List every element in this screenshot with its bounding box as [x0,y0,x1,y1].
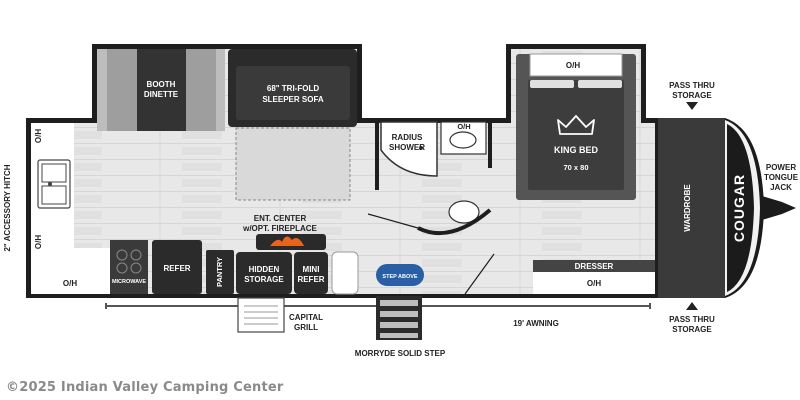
pillow-left [530,80,574,88]
oh-rear-mid: O/H [34,235,43,249]
refrigerator [152,240,202,294]
sofa-label-1: 68" TRI-FOLD [267,84,319,93]
pass-thru-bottom-1: PASS THRU [669,315,715,324]
toilet [448,200,480,224]
side-chair [331,251,359,295]
arrow-down-icon [686,102,698,110]
hidden-storage-label-1: HIDDEN [249,265,280,274]
capital-grill [237,297,285,333]
sofa-label-2: SLEEPER SOFA [262,95,324,104]
king-bed-label: KING BED [554,145,599,155]
arrow-up-icon [686,302,698,310]
shower-label-1: RADIUS [392,133,423,142]
brand-logo: COUGAR [731,174,747,242]
tongue-jack-label-1: POWER [766,163,796,172]
mini-refer-label-2: REFER [297,275,324,284]
mini-refer [294,252,328,294]
oh-rear-bottom: O/H [63,279,77,288]
pantry-label: PANTRY [215,257,224,287]
pantry [206,250,234,294]
microwave-label: MICROWAVE [112,279,146,285]
wardrobe-label: WARDROBE [683,184,692,232]
oh-dresser: O/H [587,279,601,288]
fire-icon [270,236,304,246]
king-bed-size: 70 x 80 [563,163,588,172]
hidden-storage [236,252,292,294]
ent-center-label-1: ENT. CENTER [254,214,307,223]
tongue-jack-label-3: JACK [770,183,792,192]
step-label: MORRYDE SOLID STEP [355,349,446,358]
oh-bath: O/H [457,122,470,131]
pass-thru-top-2: STORAGE [672,91,712,100]
bed-oh-cabinet [529,53,623,77]
watermark: ©2025 Indian Valley Camping Center [6,380,284,395]
pillow-right [578,80,622,88]
step-logo-text: STEP ABOVE [382,274,417,280]
refer-label: REFER [163,264,190,273]
awning-label: 19' AWNING [513,319,559,328]
morryde-step [376,296,422,340]
ent-center-label-2: w/OPT. FIREPLACE [242,224,317,233]
mini-refer-label-1: MINI [303,265,320,274]
step-above-logo [376,264,424,286]
accessory-hitch-label: 2" ACCESSORY HITCH [3,164,12,251]
entry-door-swing [464,253,495,295]
oh-rear-top: O/H [34,129,43,143]
booth-dinette-label-1: BOOTH [147,80,176,89]
wardrobe [658,118,725,298]
grill-label-2: GRILL [294,323,318,332]
oh-bed: O/H [566,61,580,70]
shower-label-2: SHOWER [389,143,425,152]
booth-dinette-label-2: DINETTE [144,90,179,99]
kitchen-sink [37,159,71,209]
tongue-jack-label-2: TONGUE [764,173,799,182]
hidden-storage-label-2: STORAGE [244,275,284,284]
dresser-label: DRESSER [575,262,614,271]
pass-thru-bottom-2: STORAGE [672,325,712,334]
grill-label-1: CAPITAL [289,313,323,322]
stove-microwave [110,240,148,294]
pass-thru-top-1: PASS THRU [669,81,715,90]
sofa-bed-extension [235,127,351,201]
crown-icon [557,115,595,135]
radius-shower [380,121,438,177]
bathroom: RADIUS SHOWER O/H [367,118,492,236]
